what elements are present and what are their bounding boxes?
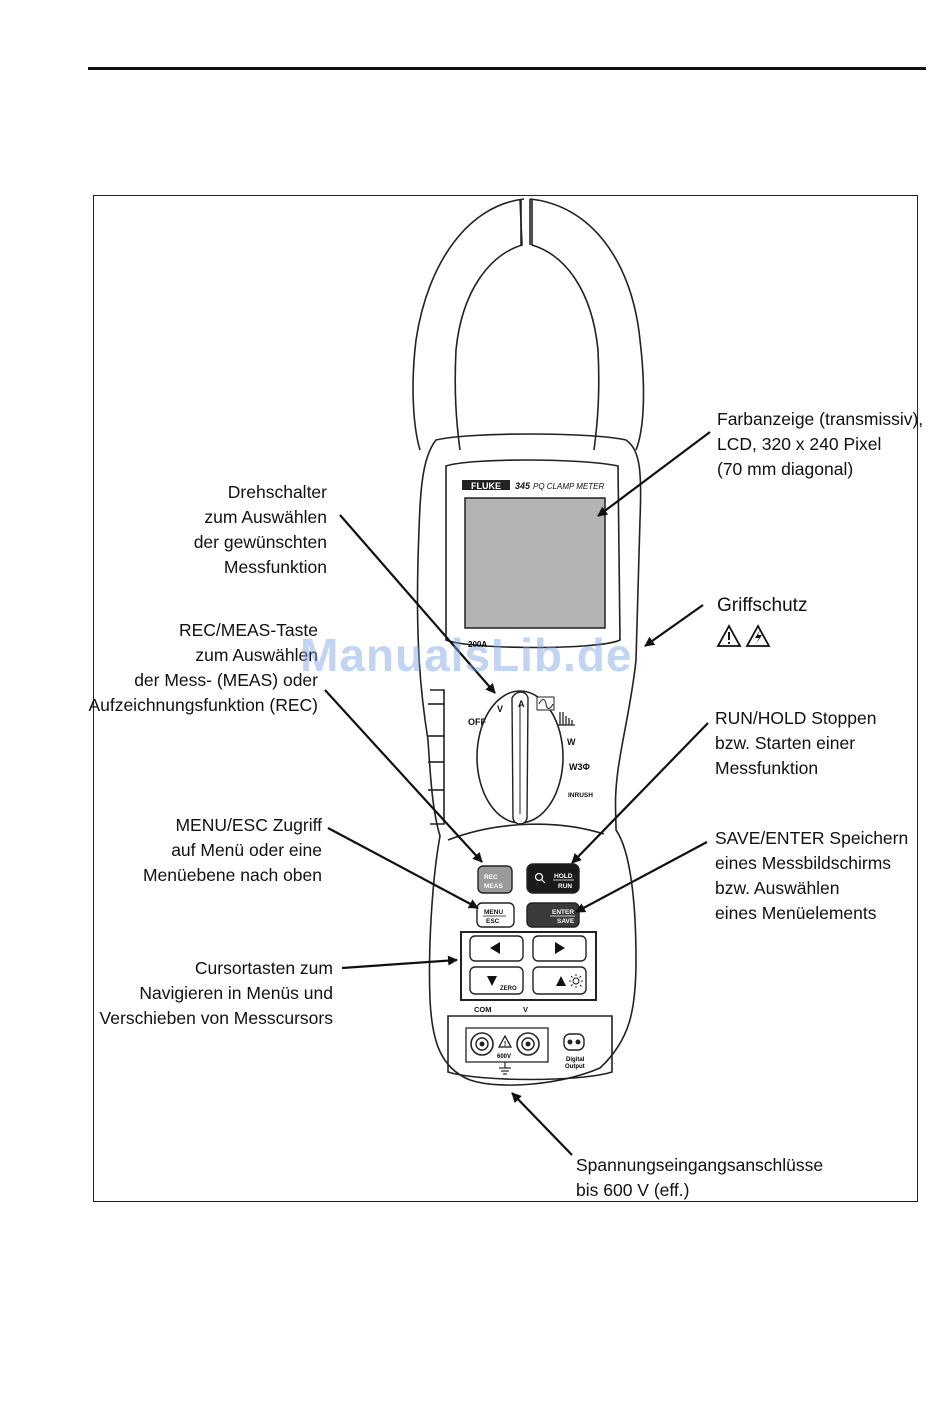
terminal-cat-label: 600V [497,1054,511,1060]
v-jack[interactable] [516,1032,540,1056]
figure-frame [93,195,918,1202]
lcd-screen [464,497,606,629]
cursor-keys-callout: Cursortasten zum Navigieren in Menüs und… [99,958,333,1028]
terminal-com-label: COM [474,1005,492,1014]
top-rule [88,67,926,70]
caution-symbol-icon [716,624,742,647]
arrow-down-icon [487,976,497,986]
watermark: ManualsLib.de [300,629,633,681]
rec-meas-callout: REC/MEAS-Taste zum Auswählen der Mess- (… [88,620,318,715]
terminal-v-label: V [523,1005,528,1014]
svg-text:MENU: MENU [484,909,503,916]
cursor-down-zero-key[interactable]: ZERO [469,966,524,995]
dial-w: W [567,737,576,747]
cursor-up-backlight-key[interactable] [532,966,587,995]
warning-icon [497,1034,513,1048]
guard-arrow [644,604,704,647]
menu-esc-key[interactable]: MENU ESC [476,902,515,928]
svg-text:ENTER: ENTER [552,909,574,916]
svg-text:!: ! [504,1041,506,1048]
ac-wave-icon [536,696,555,711]
menu-esc-arrow [327,827,479,909]
svg-text:ZERO: ZERO [500,986,517,992]
save-enter-callout: SAVE/ENTER Speichern eines Messbildschir… [715,828,909,923]
cursor-arrow [341,955,458,970]
rec-meas-arrow [324,689,483,863]
save-enter-arrow [575,841,708,913]
svg-text:SAVE: SAVE [557,918,575,925]
dial-off: OFF [468,717,486,727]
voltage-inputs-callout: Spannungseingangsanschlüsse bis 600 V (e… [576,1155,824,1200]
harmonics-icon [558,712,575,726]
digital-output-jack[interactable] [563,1033,585,1051]
magnifier-icon [534,872,544,882]
svg-text:ESC: ESC [486,918,500,925]
model-number: 345 [515,481,531,491]
backlight-icon [569,974,583,988]
run-hold-arrow [571,722,709,864]
run-hold-callout: RUN/HOLD Stoppen bzw. Starten einer Mess… [715,708,877,778]
svg-text:MEAS: MEAS [484,883,503,890]
digital-label-2: Output [565,1064,585,1070]
dial-w3: W3Φ [569,762,591,772]
rotary-arrow [339,514,496,694]
model-name: PQ CLAMP METER [533,482,604,491]
inputs-arrow [511,1092,573,1156]
enter-save-key[interactable]: ENTER SAVE [526,902,580,928]
svg-text:HOLD: HOLD [554,873,573,880]
brand-logo: FLUKE [471,481,501,491]
terminal-panel [447,1015,613,1081]
arrow-right-icon [555,942,565,954]
shock-hazard-icon [745,624,771,647]
rotary-switch-callout: Drehschalter zum Auswählen der gewünscht… [193,482,327,577]
com-jack[interactable] [470,1032,494,1056]
cursor-left-key[interactable] [469,935,524,962]
cursor-right-key[interactable] [532,935,587,962]
brand-strip: FLUKE 345 PQ CLAMP METER [462,480,604,491]
display-arrow [597,431,711,517]
svg-text:REC: REC [484,874,498,881]
arrow-left-icon [490,942,500,954]
rec-meas-key[interactable]: REC MEAS [477,865,513,894]
dial-a: A [518,699,525,709]
dial-v: V [497,704,503,714]
arrow-up-icon [556,976,566,986]
dial-inrush: INRUSH [568,792,593,799]
menu-esc-callout: MENU/ESC Zugriff auf Menü oder eine Menü… [142,815,322,885]
hold-run-key[interactable]: HOLD RUN [526,863,580,894]
display-callout: Farbanzeige (transmissiv), LCD, 320 x 24… [717,409,924,479]
digital-label-1: Digital [566,1057,585,1063]
meter-body [416,433,642,1086]
rotary-switch[interactable] [476,690,564,825]
clamp-jaw [412,198,645,451]
grip-guard-callout: Griffschutz [717,595,808,616]
range-label: 200A [468,640,487,649]
cursor-pad-frame [460,931,597,1001]
ground-icon [499,1062,511,1075]
svg-text:RUN: RUN [558,883,572,890]
